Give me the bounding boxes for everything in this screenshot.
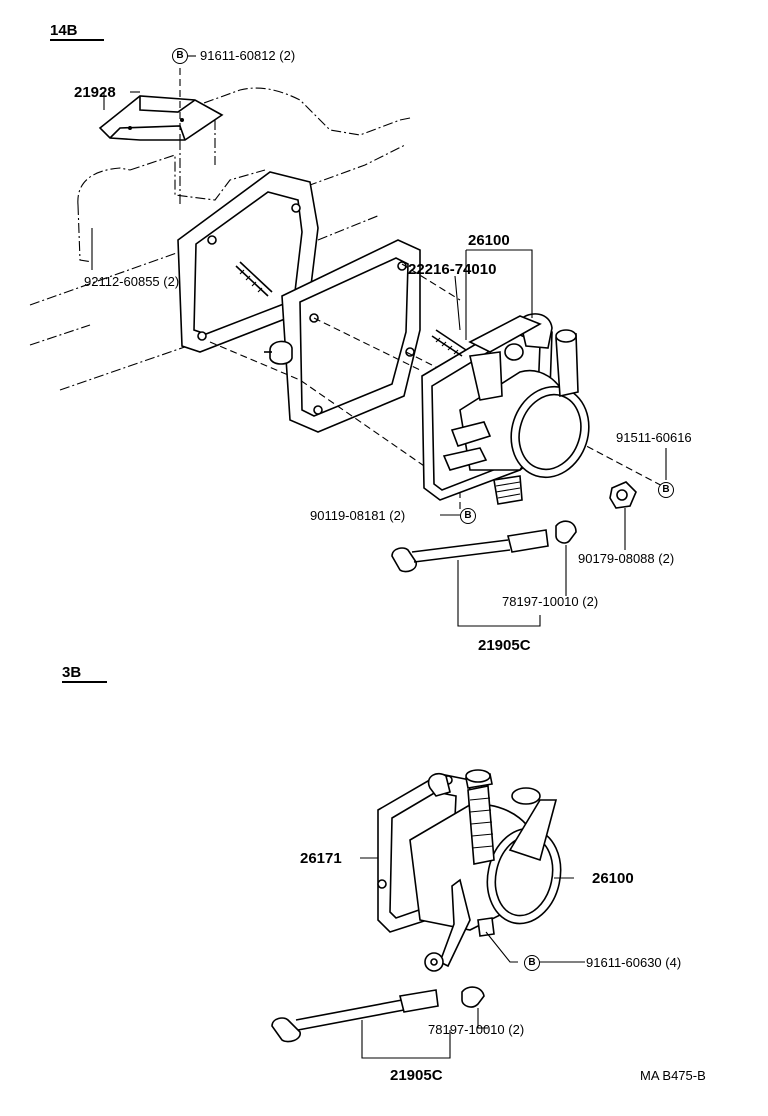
label-21905c-top: 21905C (478, 637, 531, 654)
label-78197-10010-bottom: 78197-10010 (2) (428, 1022, 525, 1037)
label-26100-bottom: 26100 (592, 870, 634, 887)
bracket-21928 (98, 68, 224, 141)
b-badge-91611-60812: B (172, 48, 188, 64)
throttle-body-bottom (377, 769, 562, 972)
leader-lines-bottom (360, 857, 585, 1059)
nut-90179 (609, 481, 637, 509)
label-91511-60616: 91511-60616 (616, 430, 692, 445)
section-title-top: 14B (50, 22, 104, 41)
label-21928: 21928 (74, 84, 116, 101)
throttle-body-top (421, 313, 590, 505)
label-90119-08181: 90119-08181 (2) (310, 508, 406, 523)
label-21905c-bottom: 21905C (390, 1067, 443, 1084)
gasket-plate (264, 239, 421, 433)
intake-manifold-outline (29, 87, 411, 391)
label-91611-60630: 91611-60630 (4) (586, 955, 682, 970)
stud-bolt-92112 (235, 261, 273, 297)
leader-lines-top (91, 55, 667, 627)
label-26100-top: 26100 (468, 232, 510, 249)
b-badge-91611-60630: B (524, 955, 540, 971)
label-78197-10010-top: 78197-10010 (2) (502, 594, 599, 609)
figure-code: MA B475-B (640, 1068, 706, 1083)
section-title-bottom: 3B (62, 664, 108, 683)
b-badge-90119-08181: B (460, 508, 476, 524)
b-badge-91511-60616: B (658, 482, 674, 498)
hose-bottom (271, 986, 485, 1043)
label-91611-60812: 91611-60812 (2) (200, 48, 296, 63)
hose-top (391, 520, 577, 573)
label-92112-60855: 92112-60855 (2) (84, 274, 180, 289)
label-26171: 26171 (300, 850, 342, 867)
label-90179-08088: 90179-08088 (2) (578, 551, 675, 566)
stud-22216 (431, 329, 467, 357)
label-22216-74010: 22216-74010 (408, 261, 497, 278)
